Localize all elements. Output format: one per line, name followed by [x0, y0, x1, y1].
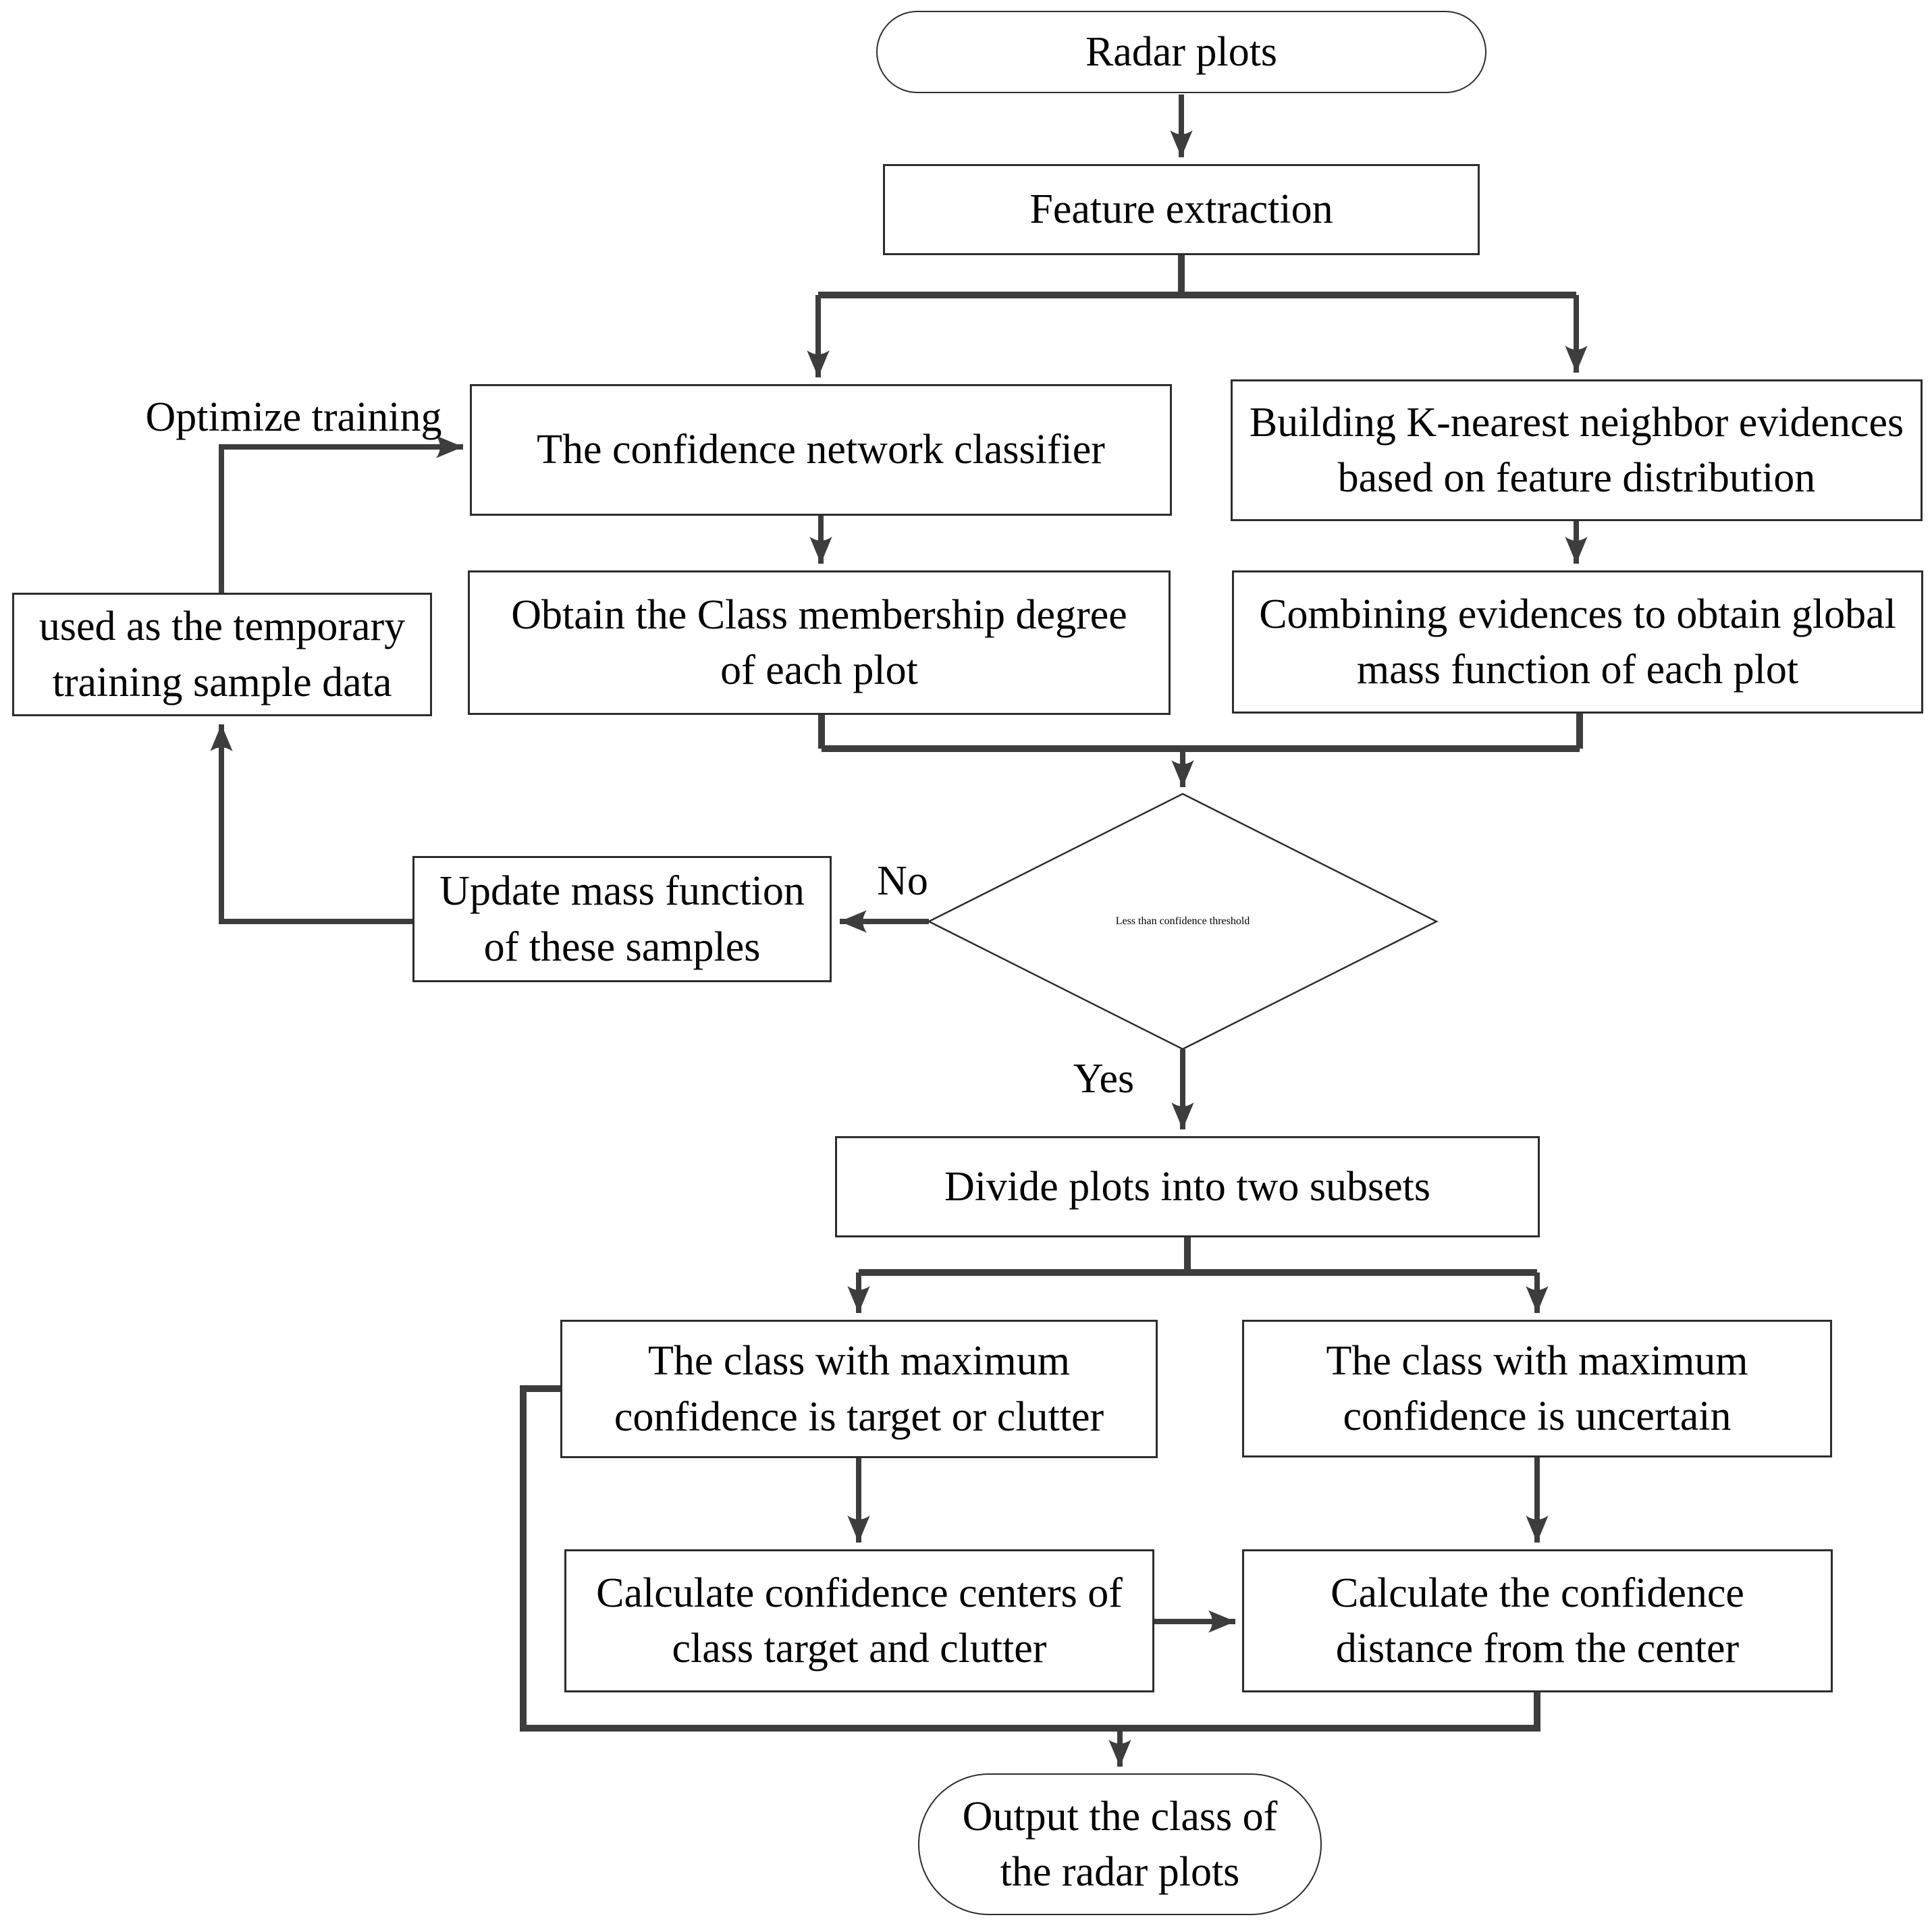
node-output-class: Output the class of the radar plots	[918, 1773, 1322, 1915]
node-feature-extraction-label: Feature extraction	[1029, 186, 1333, 233]
edge-merge-rail	[818, 714, 1583, 752]
node-class-membership: Obtain the Class membership degree of ea…	[468, 570, 1171, 715]
node-output-class-label: Output the class of the radar plots	[962, 1793, 1278, 1895]
edge-label-optimize-training: Optimize training	[115, 389, 473, 446]
node-max-conf-target-clutter: The class with maximum confidence is tar…	[560, 1320, 1158, 1458]
node-confidence-centers: Calculate confidence centers of class ta…	[564, 1549, 1154, 1692]
edge-label-yes-text: Yes	[1073, 1055, 1135, 1102]
node-confidence-classifier: The confidence network classifier	[470, 384, 1172, 516]
node-confidence-centers-label: Calculate confidence centers of class ta…	[596, 1570, 1123, 1671]
node-threshold-decision-label: Less than confidence threshold	[1115, 915, 1250, 927]
edge-feature-split-rail	[818, 255, 1576, 298]
node-knn-evidences-label: Building K-nearest neighbor evidences ba…	[1249, 399, 1904, 501]
node-max-conf-uncertain: The class with maximum confidence is unc…	[1242, 1320, 1832, 1457]
edge-label-yes: Yes	[1046, 1048, 1161, 1109]
node-update-mass-function-label: Update mass function of these samples	[439, 868, 805, 970]
node-divide-plots-label: Divide plots into two subsets	[944, 1163, 1430, 1210]
node-combine-evidences-label: Combining evidences to obtain global mas…	[1259, 591, 1896, 693]
node-max-conf-uncertain-label: The class with maximum confidence is unc…	[1326, 1337, 1748, 1439]
edge-target-bypass-rail	[520, 1385, 1123, 1732]
node-combine-evidences: Combining evidences to obtain global mas…	[1232, 570, 1923, 714]
node-temporary-training-data: used as the temporary training sample da…	[12, 593, 432, 716]
node-divide-plots: Divide plots into two subsets	[835, 1136, 1540, 1237]
node-update-mass-function: Update mass function of these samples	[412, 856, 832, 982]
edge-update-to-temporary	[210, 724, 412, 924]
node-max-conf-target-clutter-label: The class with maximum confidence is tar…	[614, 1338, 1104, 1440]
edge-divide-split-rail	[859, 1237, 1537, 1276]
edge-label-no: No	[849, 851, 957, 911]
node-confidence-classifier-label: The confidence network classifier	[537, 427, 1105, 473]
edge-label-optimize-training-text: Optimize training	[145, 394, 442, 440]
node-confidence-distance: Calculate the confidence distance from t…	[1242, 1549, 1833, 1692]
node-feature-extraction: Feature extraction	[883, 164, 1480, 255]
node-class-membership-label: Obtain the Class membership degree of ea…	[511, 591, 1127, 693]
node-radar-plots: Radar plots	[876, 11, 1486, 93]
node-threshold-decision: Less than confidence threshold	[942, 807, 1423, 1036]
node-knn-evidences: Building K-nearest neighbor evidences ba…	[1231, 379, 1923, 521]
node-temporary-training-data-label: used as the temporary training sample da…	[38, 604, 406, 705]
edge-distance-down-rail	[1120, 1692, 1540, 1732]
node-radar-plots-label: Radar plots	[1085, 28, 1278, 75]
node-confidence-distance-label: Calculate the confidence distance from t…	[1331, 1570, 1744, 1671]
edge-label-no-text: No	[877, 857, 928, 904]
edge-temporary-to-classifier	[219, 435, 463, 593]
decision-diamond-shape	[927, 793, 1439, 1050]
